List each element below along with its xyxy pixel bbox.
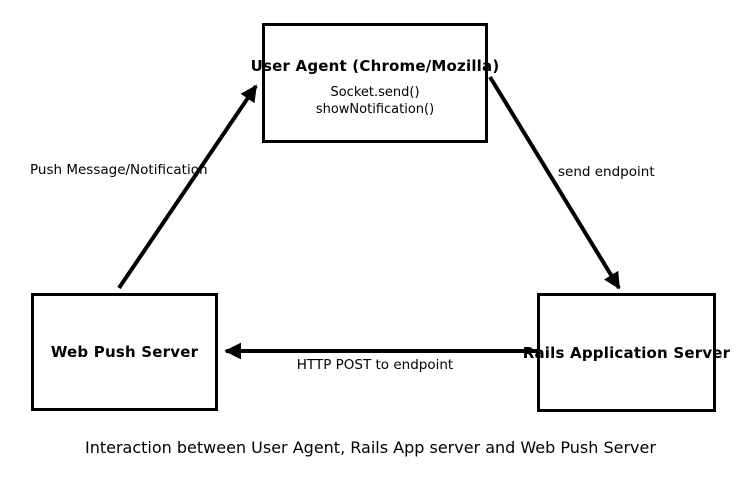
edge-label-http-post: HTTP POST to endpoint [296,357,454,373]
diagram-caption: Interaction between User Agent, Rails Ap… [85,438,656,457]
node-rails-app-server: Rails Application Server [523,293,730,412]
node-rails-app-server-label: Rails Application Server [522,343,731,362]
node-web-push-server-label: Web Push Server [50,343,199,361]
edge-label-send-endpoint: send endpoint [558,164,655,180]
edge-label-push-message: Push Message/Notification [30,162,208,178]
arrow-send-endpoint-icon [488,75,621,290]
method-show-notification: showNotification() [315,101,435,117]
arrow-push-message-icon [117,84,258,290]
node-user-agent-label: User Agent (Chrome/Mozilla) [250,56,500,75]
node-user-agent-methods: Socket.send() showNotification() [316,84,434,118]
method-socket-send: Socket.send() [330,84,420,100]
node-web-push-server: Web Push Server [31,293,218,411]
node-user-agent: User Agent (Chrome/Mozilla) Socket.send(… [251,23,499,143]
